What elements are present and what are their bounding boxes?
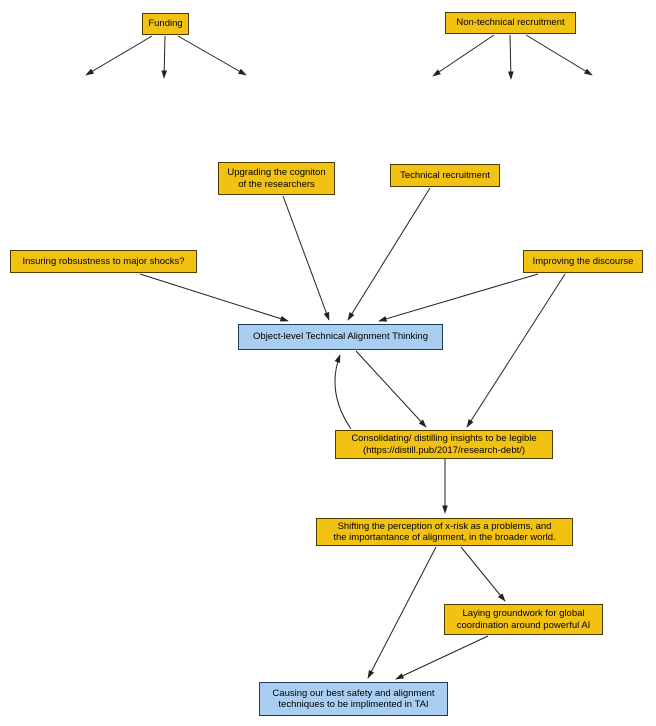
node-upgrading-cognition-line1: Upgrading the cogniton (227, 167, 326, 178)
node-technical-recruitment: Technical recruitment (390, 164, 500, 187)
node-funding: Funding (142, 13, 189, 35)
edge-shifting-to-laying (460, 546, 506, 602)
edge-funding-right (177, 35, 247, 76)
node-insuring-robustness-label: Insuring robsustness to major shocks? (22, 255, 185, 267)
node-causing-implementation-line2: techniques to be implimented in TAI (278, 699, 429, 710)
node-shifting-perception-line2: the importantance of alignment, in the b… (333, 532, 556, 543)
node-causing-implementation-line1: Causing our best safety and alignment (272, 687, 435, 699)
edge-upgrading-to-object-level (282, 195, 330, 321)
node-improving-discourse-label: Improving the discourse (532, 255, 634, 267)
edge-nontech-left (432, 34, 495, 77)
node-technical-recruitment-label: Technical recruitment (400, 169, 490, 181)
node-laying-groundwork-line1: Laying groundwork for global (462, 608, 585, 619)
node-causing-implementation: Causing our best safety and alignment te… (259, 682, 448, 716)
node-non-technical-recruitment: Non-technical recruitment (445, 12, 576, 34)
node-laying-groundwork: Laying groundwork for global coordinatio… (444, 604, 603, 635)
node-consolidating-distilling: Consolidating/ distilling insights to be… (335, 430, 553, 459)
edge-techrecruit-to-object-level (347, 187, 431, 321)
node-insuring-robustness: Insuring robsustness to major shocks? (10, 250, 197, 273)
node-object-level-thinking-label: Object-level Technical Alignment Thinkin… (253, 331, 428, 343)
edge-insuring-to-object-level (139, 273, 289, 322)
edge-consolidating-to-object-level-curved (334, 354, 352, 430)
edge-nontech-mid (507, 34, 514, 80)
node-shifting-perception: Shifting the perception of x-risk as a p… (316, 518, 573, 546)
edge-discourse-to-consolidating (466, 273, 566, 428)
edge-object-level-to-consolidating (355, 350, 427, 428)
node-upgrading-cognition: Upgrading the cogniton of the researcher… (218, 162, 335, 195)
edge-shifting-to-causing (367, 546, 437, 679)
node-laying-groundwork-line2: coordination around powerful AI (456, 619, 591, 631)
node-consolidating-distilling-line2: (https://distill.pub/2017/research-debt/… (362, 444, 526, 456)
node-non-technical-recruitment-label: Non-technical recruitment (456, 17, 565, 29)
node-object-level-thinking: Object-level Technical Alignment Thinkin… (238, 324, 443, 350)
edge-funding-left (85, 35, 153, 76)
edge-discourse-to-object-level (378, 273, 539, 322)
node-upgrading-cognition-line2: of the researchers (238, 178, 315, 190)
edge-funding-mid (161, 35, 168, 79)
node-shifting-perception-line1: Shifting the perception of x-risk as a p… (337, 520, 552, 532)
node-consolidating-distilling-line1: Consolidating/ distilling insights to be… (351, 433, 537, 444)
node-improving-discourse: Improving the discourse (523, 250, 643, 273)
edge-nontech-right (525, 34, 593, 76)
node-funding-label: Funding (148, 18, 183, 30)
edge-laying-to-causing (395, 635, 489, 680)
